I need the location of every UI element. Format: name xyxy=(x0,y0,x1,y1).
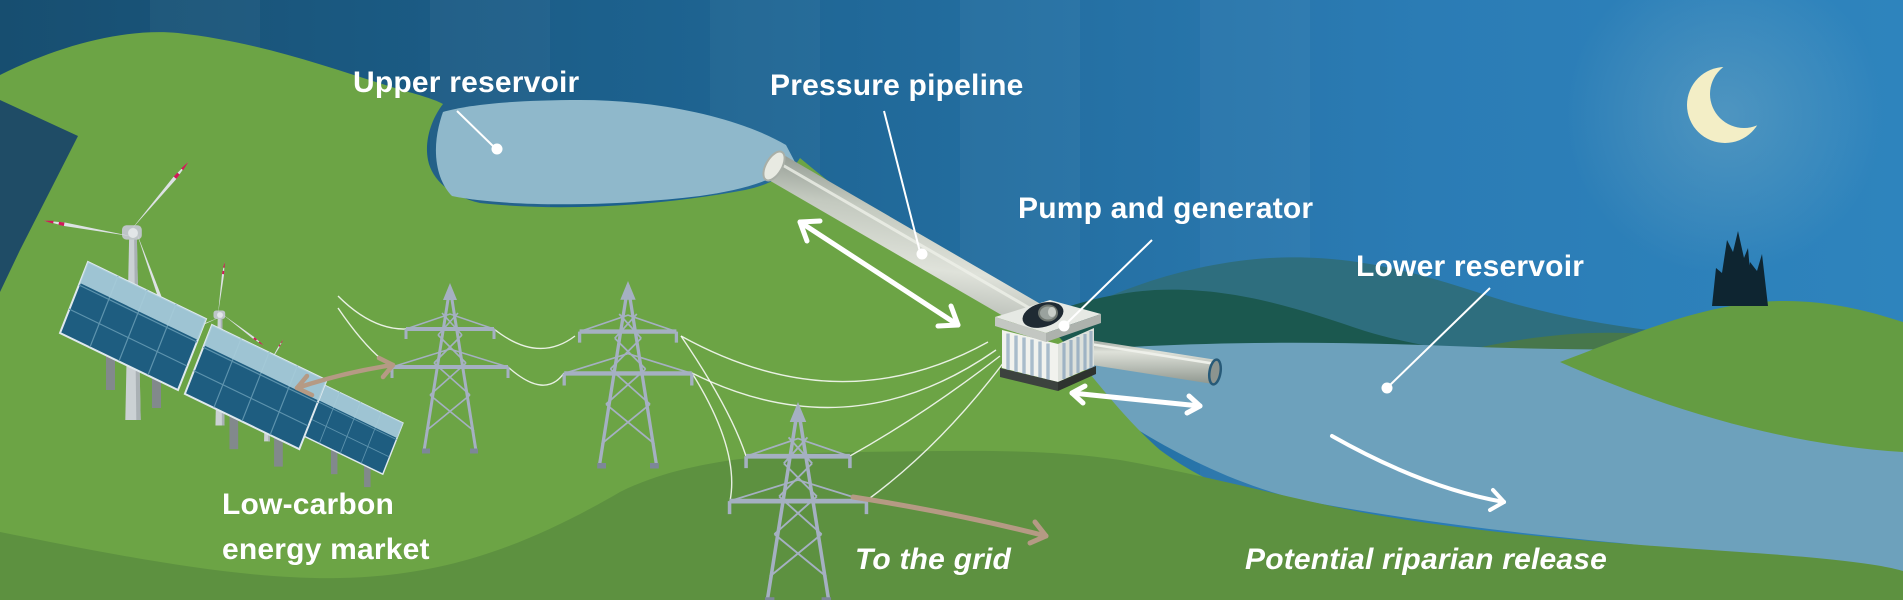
foreground-meadow xyxy=(0,450,1903,600)
cypress-trees-icon xyxy=(1712,231,1768,306)
moon-icon xyxy=(1650,30,1810,190)
label-leader-lines xyxy=(456,110,1491,394)
pump-house xyxy=(995,300,1223,391)
power-lines xyxy=(337,295,1005,502)
label-pressure-pipeline: Pressure pipeline xyxy=(770,69,1024,102)
market-exchange-arrow xyxy=(294,355,396,398)
label-low-carbon-line1: Low-carbon xyxy=(222,488,394,521)
right-bank-hill xyxy=(1560,231,1903,452)
grid-flow-arrow xyxy=(850,494,1049,546)
label-pump-and-generator: Pump and generator xyxy=(1018,192,1314,225)
label-low-carbon-line2: energy market xyxy=(222,533,430,566)
label-lower-reservoir: Lower reservoir xyxy=(1356,250,1585,283)
outlet-pipe xyxy=(1073,338,1223,386)
pipeline-flow-arrow xyxy=(797,218,961,329)
label-to-the-grid: To the grid xyxy=(855,543,1012,576)
shaded-cliff xyxy=(0,100,78,292)
outlet-flow-arrow xyxy=(1069,383,1203,416)
label-upper-reservoir: Upper reservoir xyxy=(353,66,580,99)
label-low-carbon-energy-market: Low-carbon energy market xyxy=(222,482,430,572)
upper-reservoir-water xyxy=(435,100,796,205)
turbine-cutaway xyxy=(1022,302,1064,328)
pressure-pipeline-pipe xyxy=(762,150,1044,331)
riparian-flow-arrow xyxy=(1330,434,1506,512)
label-potential-riparian-release: Potential riparian release xyxy=(1245,543,1608,576)
